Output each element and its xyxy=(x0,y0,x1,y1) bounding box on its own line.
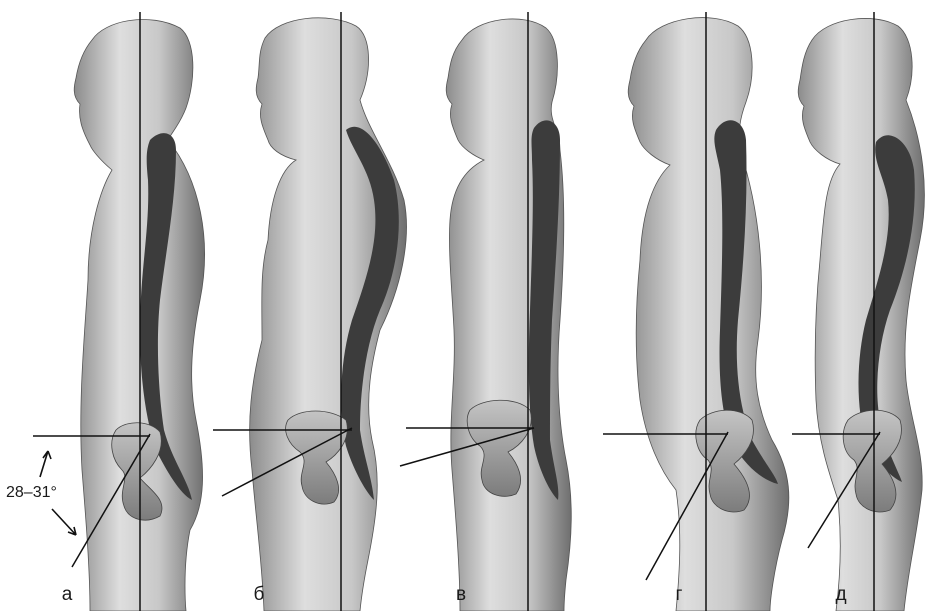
body-silhouette xyxy=(628,18,789,611)
body-silhouette xyxy=(798,18,924,611)
arrow-down-icon xyxy=(52,509,76,535)
arrow-up-icon xyxy=(40,451,51,477)
figure-panel-b xyxy=(213,12,407,611)
figure-panel-g xyxy=(603,12,789,611)
body-silhouette xyxy=(446,19,571,611)
figure-panel-v xyxy=(400,12,571,611)
panel-label-b: б xyxy=(244,584,274,606)
figure-panel-a xyxy=(33,12,205,611)
panel-label-v: в xyxy=(446,584,476,606)
figure-panel-d xyxy=(792,12,924,611)
panel-label-g: г xyxy=(664,584,694,606)
angle-annotation: 28–31° xyxy=(6,484,57,502)
body-silhouette xyxy=(250,18,407,611)
panel-label-d: д xyxy=(826,584,856,606)
panel-label-a: а xyxy=(52,584,82,606)
